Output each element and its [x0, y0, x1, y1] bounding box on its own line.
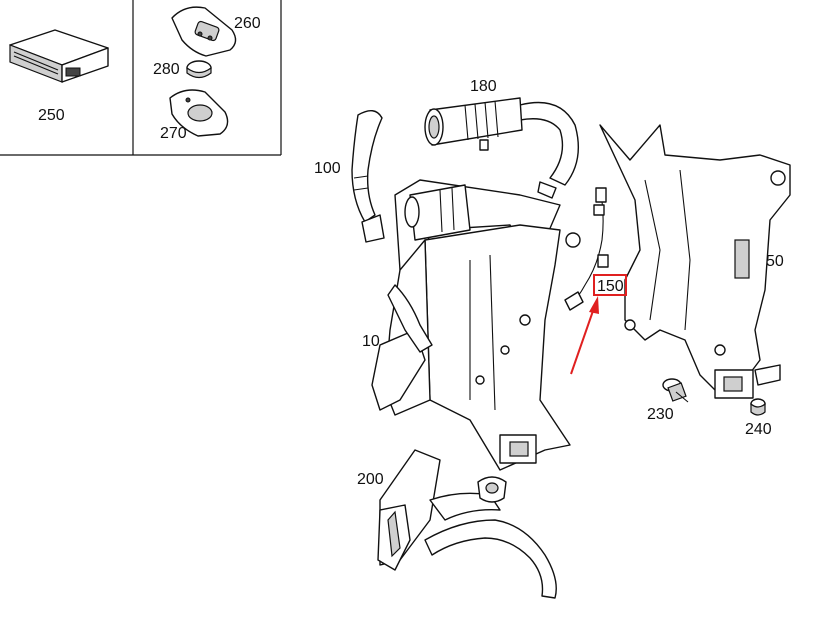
- control-module-250[interactable]: [9, 29, 109, 83]
- remote-key-260[interactable]: [171, 6, 237, 57]
- label-240: 240: [745, 421, 772, 438]
- hose-100[interactable]: [351, 110, 385, 243]
- label-200: 200: [357, 471, 384, 488]
- highlight-box-150: [593, 274, 627, 296]
- sensor-harness-150[interactable]: [564, 187, 609, 311]
- label-260: 260: [234, 15, 261, 32]
- label-230: 230: [647, 406, 674, 423]
- hose-180[interactable]: [424, 97, 580, 199]
- battery-280[interactable]: [186, 60, 212, 79]
- label-100: 100: [314, 160, 341, 177]
- bushing-240[interactable]: [750, 398, 766, 416]
- inset-frame: [0, 0, 282, 156]
- label-150: 150: [597, 278, 624, 295]
- housing-assembly-10[interactable]: [371, 179, 581, 471]
- label-270: 270: [160, 125, 187, 142]
- label-280: 280: [153, 61, 180, 78]
- label-10: 10: [362, 333, 380, 350]
- bracket-50[interactable]: [599, 124, 791, 399]
- highlight-arrow: [570, 296, 599, 375]
- label-180: 180: [470, 78, 497, 95]
- label-50: 50: [766, 253, 784, 270]
- lower-assembly-200[interactable]: [377, 449, 557, 599]
- key-housing-270[interactable]: [169, 89, 229, 137]
- label-250: 250: [38, 107, 65, 124]
- bolt-230[interactable]: [662, 378, 689, 403]
